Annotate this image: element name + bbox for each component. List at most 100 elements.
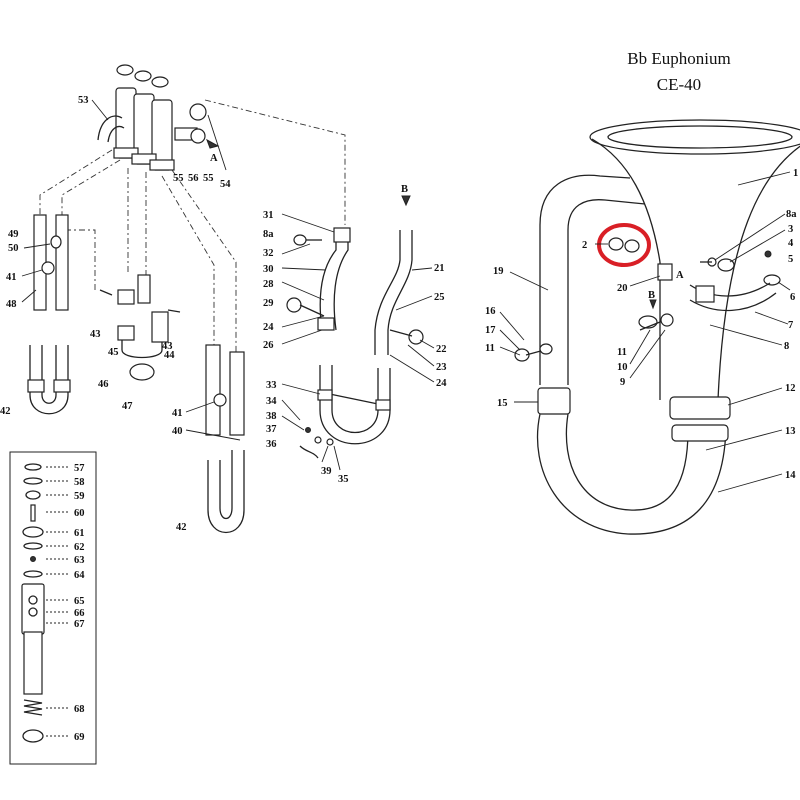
label-6: 6 [790, 292, 795, 303]
brace-25 [389, 329, 413, 337]
label-1: 1 [793, 168, 798, 179]
slide-42-ferrule-b [53, 379, 71, 393]
piston-label-66: 66 [74, 608, 85, 619]
piston-label-64: 64 [74, 570, 85, 581]
ring-22 [408, 329, 424, 345]
label-22: 22 [436, 344, 447, 355]
bow-ring [671, 424, 729, 442]
marker-b-leadpipe: B [401, 184, 408, 195]
model-number: CE-40 [657, 75, 701, 94]
label-35: 35 [338, 474, 349, 485]
piston-part-66 [28, 607, 38, 617]
slide-42-inner [41, 345, 57, 404]
body-bottom-bow-inner [565, 413, 689, 511]
slide-part-44 [137, 274, 151, 304]
label-33: 33 [266, 380, 277, 391]
label-25: 25 [434, 292, 445, 303]
valve-bottom-cap-2 [131, 153, 157, 165]
label-41b: 41 [172, 408, 183, 419]
screw-part-2b [624, 239, 640, 253]
slide-screw-43 [99, 289, 113, 296]
label-11-right: 11 [617, 347, 627, 358]
bell-rim-inner [607, 125, 793, 149]
label-42a: 42 [0, 406, 11, 417]
label-20: 20 [617, 283, 628, 294]
slide-ring-47 [129, 363, 155, 381]
label-26: 26 [263, 340, 274, 351]
valve-finger-button-2 [134, 70, 152, 82]
label-9: 9 [620, 377, 625, 388]
piston-label-68: 68 [74, 704, 85, 715]
label-48: 48 [6, 299, 17, 310]
ring-5 [763, 274, 781, 286]
pipe-21-left [374, 230, 401, 355]
label-54: 54 [220, 179, 231, 190]
slide-ring-41b [213, 393, 227, 407]
slide-tube-40a [205, 344, 221, 436]
valve-bottom-cap-3 [149, 159, 175, 171]
label-43b: 43 [162, 341, 173, 352]
slide-part-44b [151, 311, 169, 343]
ferrule-26 [317, 317, 335, 331]
piston-part-65 [28, 595, 38, 605]
label-21: 21 [434, 263, 445, 274]
slide-33-inner [331, 365, 379, 433]
label-40: 40 [172, 426, 183, 437]
label-13: 13 [785, 426, 796, 437]
water-key-36 [299, 445, 319, 459]
arrow-b-leadpipe [401, 195, 411, 207]
piston-label-67: 67 [74, 619, 85, 630]
piston-part-67 [23, 631, 43, 695]
slide-tube-48a [33, 214, 47, 311]
valve-port-55 [190, 128, 206, 144]
screw-8a-middle [293, 234, 307, 246]
main-body-assembly: A B [514, 119, 800, 535]
diagram-title: Bb Euphonium [627, 49, 730, 68]
slide-30-right [333, 242, 349, 331]
marker-a-valve: A [210, 153, 218, 164]
piston-part-58 [23, 477, 43, 485]
slide-42b-inner [219, 450, 233, 520]
valve-assembly: A [97, 64, 220, 171]
label-23: 23 [436, 362, 447, 373]
piston-label-59: 59 [74, 491, 85, 502]
piston-part-57 [24, 463, 42, 471]
piston-label-61: 61 [74, 528, 85, 539]
piston-part-68 [23, 699, 43, 716]
label-53: 53 [78, 95, 89, 106]
valve-section-labels: 53 55 56 55 54 49 50 41 48 43 45 44 43 4… [0, 95, 241, 533]
slide-part-45 [117, 325, 135, 341]
valve-port-54 [189, 103, 207, 121]
slide-42-ferrule-a [27, 379, 45, 393]
piston-part-61 [22, 526, 44, 538]
slide-tube-48b [55, 214, 69, 311]
piston-part-69 [22, 729, 44, 743]
label-42b: 42 [176, 522, 187, 533]
label-36: 36 [266, 439, 277, 450]
body-top-bow [539, 174, 631, 385]
piston-label-60: 60 [74, 508, 85, 519]
label-32: 32 [263, 248, 274, 259]
pipe-21-right [387, 230, 413, 355]
label-34: 34 [266, 396, 277, 407]
label-29: 29 [263, 298, 274, 309]
label-11-left: 11 [485, 343, 495, 354]
bell-ferrule [657, 263, 673, 281]
piston-part-62 [23, 542, 43, 550]
label-30: 30 [263, 264, 274, 275]
screw-4 [764, 250, 772, 258]
label-43a: 43 [90, 329, 101, 340]
label-5: 5 [788, 254, 793, 265]
slide-tube-40b [229, 351, 245, 436]
piston-part-63 [30, 556, 36, 562]
bell-left-edge [591, 138, 661, 263]
piston-parts-frame [9, 451, 97, 765]
leadpipe-labels: 31 8a 32 30 28 29 24 26 21 25 22 23 24 3… [263, 210, 447, 485]
label-12: 12 [785, 383, 796, 394]
label-4: 4 [788, 238, 794, 249]
label-46: 46 [98, 379, 109, 390]
label-8a: 8a [786, 209, 797, 220]
label-3: 3 [788, 224, 793, 235]
label-38: 38 [266, 411, 277, 422]
